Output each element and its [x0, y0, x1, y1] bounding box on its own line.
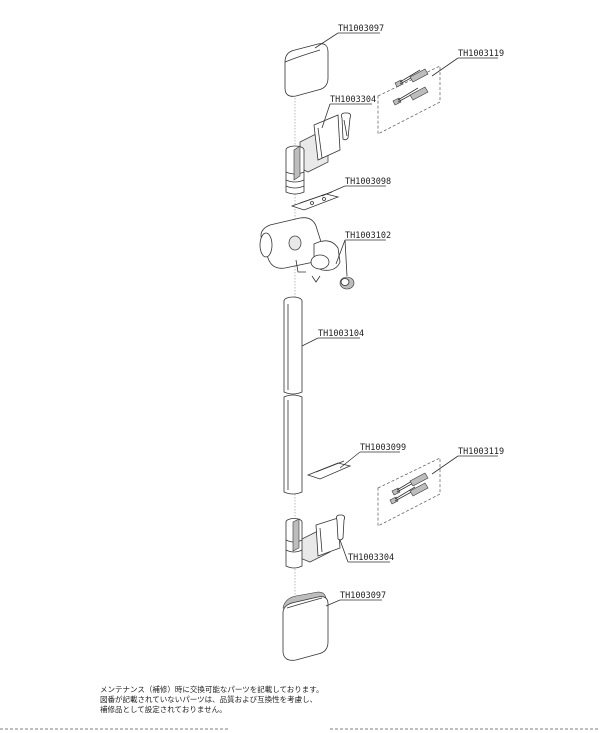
label-shower-head-slider: TH1003102 [345, 231, 391, 241]
maintenance-note: メンテナンス（補修）時に交換可能なパーツを記載しております。 図番が記載されてい… [100, 685, 520, 715]
note-line-2: 図番が記載されていないパーツは、品質および互換性を考慮し、 [100, 695, 318, 704]
label-screw-set-top: TH1003119 [458, 49, 504, 59]
label-screw-set-bottom: TH1003119 [458, 447, 504, 457]
top-bracket-clip [340, 112, 352, 141]
slider-knob [339, 276, 355, 290]
bottom-bracket-clip [335, 514, 346, 541]
screw-set-top [377, 65, 441, 135]
label-bottom-end-cap: TH1003097 [340, 591, 386, 601]
bottom-end-cap [282, 591, 329, 661]
top-mounting-plate [290, 191, 340, 211]
shower-head-slider [259, 217, 341, 283]
bottom-mounting-plate [306, 460, 352, 480]
top-end-cap [284, 43, 329, 97]
top-wall-bracket [285, 114, 341, 195]
label-slide-bar: TH1003104 [318, 329, 364, 339]
label-top-wall-bracket: TH1003304 [330, 95, 376, 105]
leader-lines [301, 32, 498, 607]
label-bottom-mounting-plate: TH1003099 [360, 443, 406, 453]
bottom-wall-bracket [285, 517, 341, 569]
note-line-1: メンテナンス（補修）時に交換可能なパーツを記載しております。 [100, 685, 324, 694]
note-line-3: 補修品として設定されておりません。 [100, 705, 227, 714]
slide-bar [283, 296, 303, 495]
label-bottom-wall-bracket: TH1003304 [348, 553, 394, 563]
label-top-end-cap: TH1003097 [338, 24, 384, 34]
screw-set-bottom [377, 457, 441, 527]
label-top-mounting-plate: TH1003098 [345, 177, 391, 187]
